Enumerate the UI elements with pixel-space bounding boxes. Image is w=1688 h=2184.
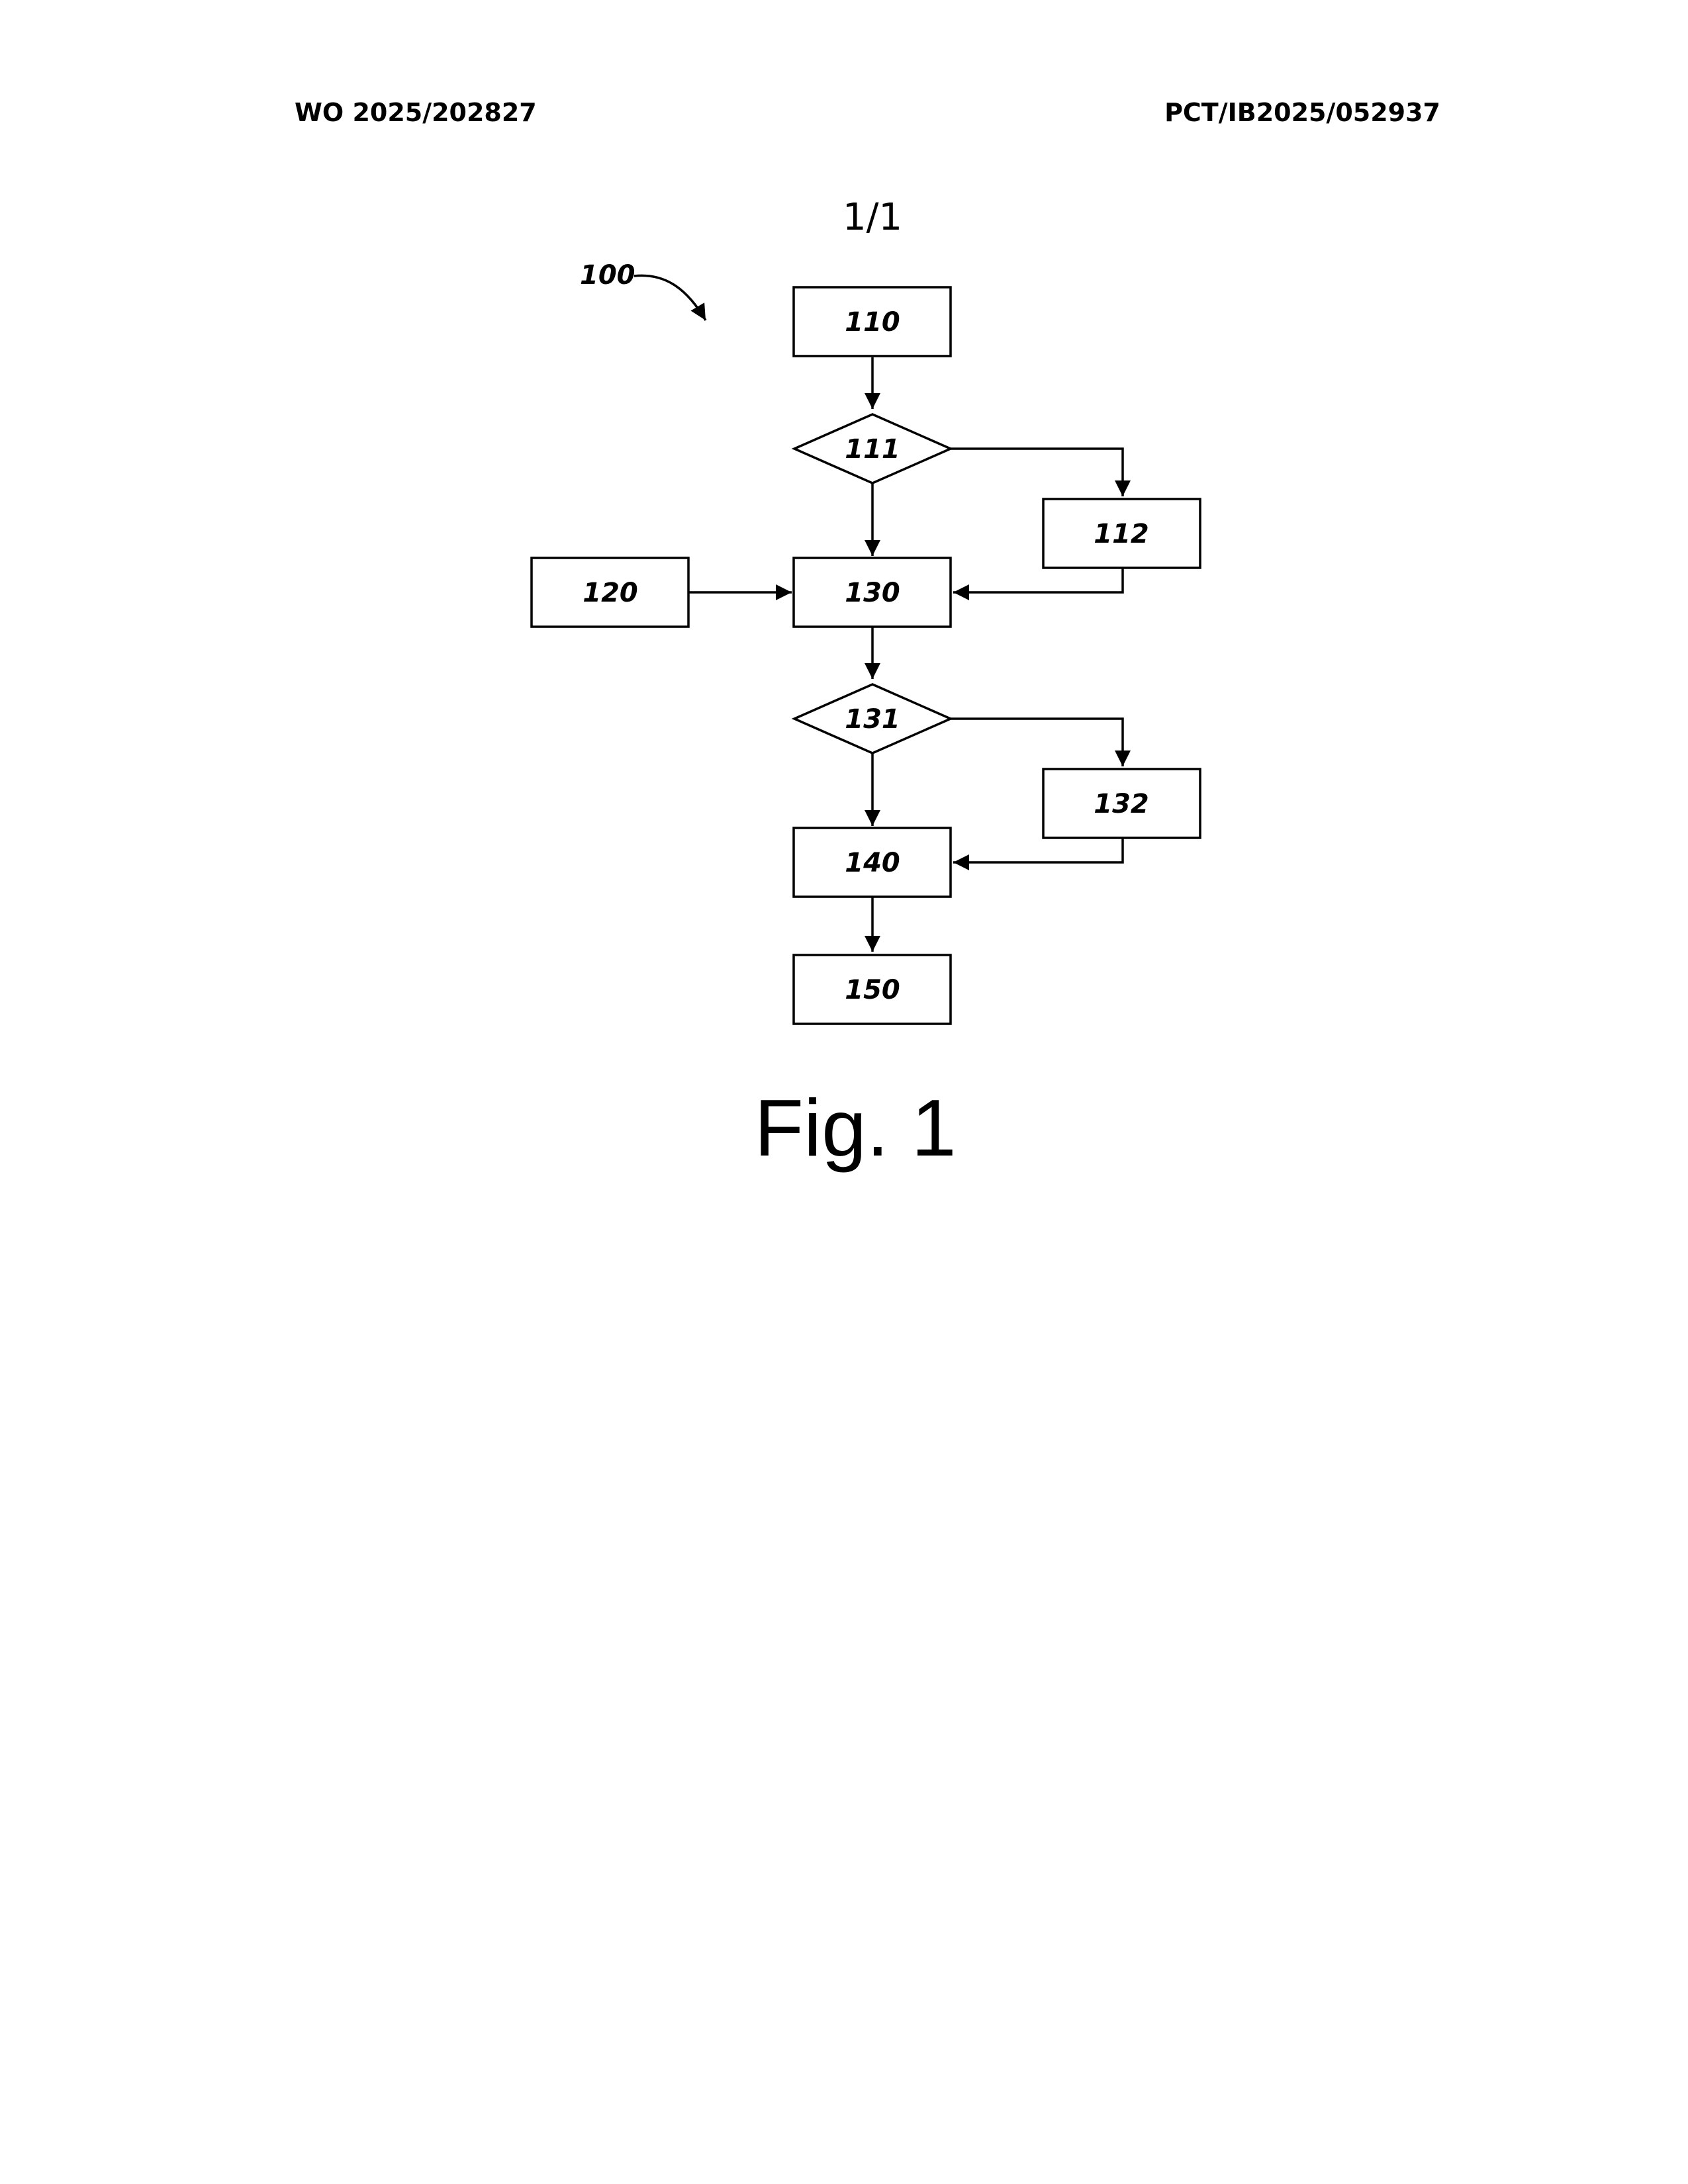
node-120: 120 <box>532 558 688 627</box>
node-label: 110 <box>845 307 900 338</box>
node-150: 150 <box>794 955 951 1024</box>
edge-132-140 <box>953 838 1123 862</box>
node-label: 120 <box>583 578 638 608</box>
node-label: 131 <box>845 704 900 735</box>
node-140: 140 <box>794 828 951 897</box>
edge-112-130 <box>953 568 1123 592</box>
node-130: 130 <box>794 558 951 627</box>
reference-leader-arrow <box>634 275 706 320</box>
node-111: 111 <box>794 414 951 483</box>
node-label: 112 <box>1094 519 1149 549</box>
node-132: 132 <box>1043 769 1200 838</box>
node-label: 150 <box>845 975 900 1005</box>
node-label: 111 <box>845 434 900 465</box>
node-label: 130 <box>845 578 900 608</box>
reference-label-100: 100 <box>580 260 635 291</box>
node-110: 110 <box>794 287 951 356</box>
node-label: 140 <box>845 848 900 878</box>
node-131: 131 <box>794 684 951 753</box>
edge-111-112 <box>951 449 1123 496</box>
node-112: 112 <box>1043 499 1200 568</box>
figure-caption: Fig. 1 <box>754 1083 956 1173</box>
node-label: 132 <box>1094 789 1149 819</box>
sheet-number: 1/1 <box>843 196 902 239</box>
edge-131-132 <box>951 719 1123 766</box>
